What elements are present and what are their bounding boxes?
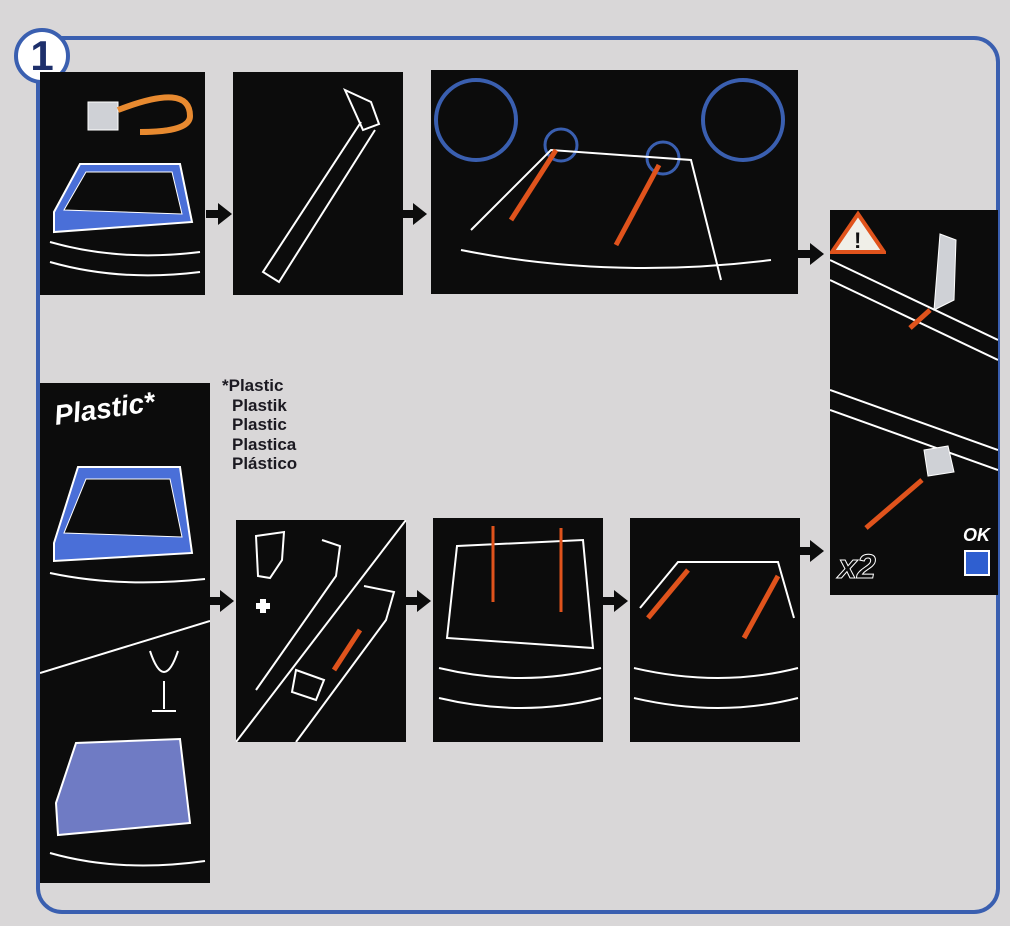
flow-arrow bbox=[401, 203, 427, 225]
multiplier-label: x2 bbox=[838, 548, 877, 587]
adapter-fit-illustration bbox=[236, 520, 406, 742]
car-rear-window-illustration bbox=[49, 94, 201, 277]
hook-detail-illustration bbox=[830, 233, 998, 530]
warning-symbol: ! bbox=[854, 228, 861, 253]
step-number: 1 bbox=[30, 32, 54, 79]
warning-icon: ! bbox=[830, 210, 886, 254]
lift-hatch-illustration bbox=[438, 526, 602, 709]
materials-line: Plástico bbox=[232, 454, 298, 473]
plastic-glass-illustration bbox=[40, 466, 210, 867]
panel-lift-hatch bbox=[433, 518, 603, 742]
check-icon bbox=[964, 550, 990, 576]
panel-clean-rear-window bbox=[40, 72, 205, 295]
panel-plastic-vs-glass: Plastic* bbox=[40, 383, 210, 883]
flow-arrow bbox=[405, 590, 431, 612]
flow-arrow bbox=[206, 203, 232, 225]
materials-line: Plastik bbox=[232, 395, 287, 415]
materials-line: *Plastic bbox=[222, 376, 284, 395]
panel-hook-placement bbox=[431, 70, 798, 294]
materials-line: Plastic bbox=[232, 415, 287, 434]
step-frame bbox=[36, 36, 1000, 914]
flow-arrow bbox=[602, 590, 628, 612]
materials-line: Plastica bbox=[232, 434, 297, 454]
panel-hook-bottom bbox=[630, 518, 800, 742]
flow-arrow bbox=[798, 243, 824, 265]
materials-note: *Plastic Plastik Plastic Plastica Plásti… bbox=[222, 376, 297, 474]
panel-adapter-fit bbox=[236, 520, 406, 742]
hook-bottom-illustration bbox=[633, 561, 799, 709]
flow-arrow bbox=[798, 540, 824, 562]
hook-placement-illustration bbox=[434, 78, 785, 281]
panel-strap-hook bbox=[233, 72, 403, 295]
ok-label: OK bbox=[963, 525, 990, 545]
strap-hook-illustration bbox=[261, 87, 381, 284]
flow-arrow bbox=[208, 590, 234, 612]
panel-hook-final-check: ! OK x2 bbox=[830, 210, 998, 595]
